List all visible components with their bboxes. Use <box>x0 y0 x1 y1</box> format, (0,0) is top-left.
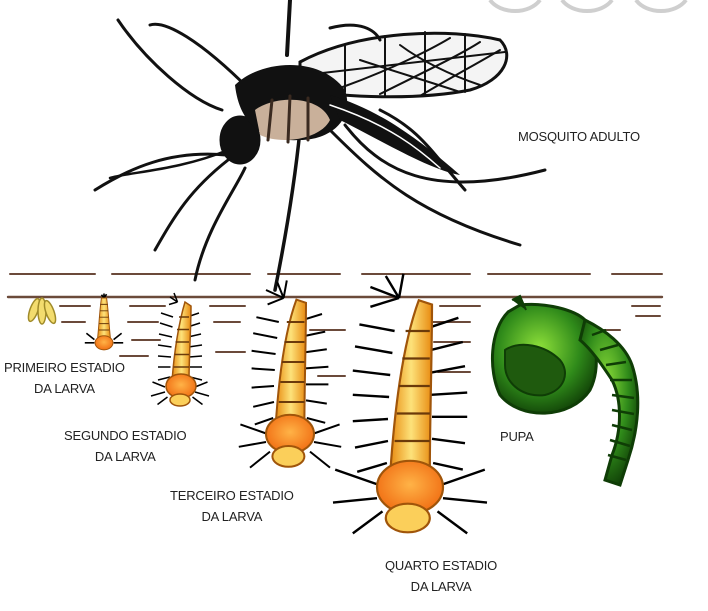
stage-1-label: PRIMEIRO ESTADIO DA LARVA <box>4 357 125 399</box>
pupa-icon <box>490 294 640 487</box>
stage-3-label-line-1: TERCEIRO ESTADIO <box>170 488 294 503</box>
stage-1-label-line-1: PRIMEIRO ESTADIO <box>4 360 125 375</box>
stage-2-label-line-2: DA LARVA <box>94 449 156 464</box>
stage-2-label: SEGUNDO ESTADIO DA LARVA <box>64 425 187 467</box>
stage-4-label-line-2: DA LARVA <box>410 579 472 594</box>
top-decoration <box>488 0 688 13</box>
pupa-label: PUPA <box>500 426 534 447</box>
larva-icon-stage-3 <box>238 280 342 469</box>
egg-cluster-icon <box>27 297 57 325</box>
pupa-label-text: PUPA <box>500 429 534 444</box>
mosquito-adult-icon <box>93 0 547 292</box>
stage-4-label-line-1: QUARTO ESTADIO <box>385 558 498 573</box>
larva-icon-stage-2 <box>150 292 210 407</box>
stage-2-label-line-1: SEGUNDO ESTADIO <box>64 428 187 443</box>
stage-3-label: TERCEIRO ESTADIO DA LARVA <box>170 485 294 527</box>
stage-4-label: QUARTO ESTADIO DA LARVA <box>385 555 497 597</box>
water-surface <box>6 273 664 377</box>
adult-mosquito-label-text: MOSQUITO ADULTO <box>518 129 640 144</box>
larva-icon-stage-1 <box>84 293 124 351</box>
stage-3-label-line-2: DA LARVA <box>201 509 263 524</box>
adult-mosquito-label: MOSQUITO ADULTO <box>518 126 640 147</box>
larva-icon-stage-4 <box>332 273 488 535</box>
stage-1-label-line-2: DA LARVA <box>34 381 95 396</box>
